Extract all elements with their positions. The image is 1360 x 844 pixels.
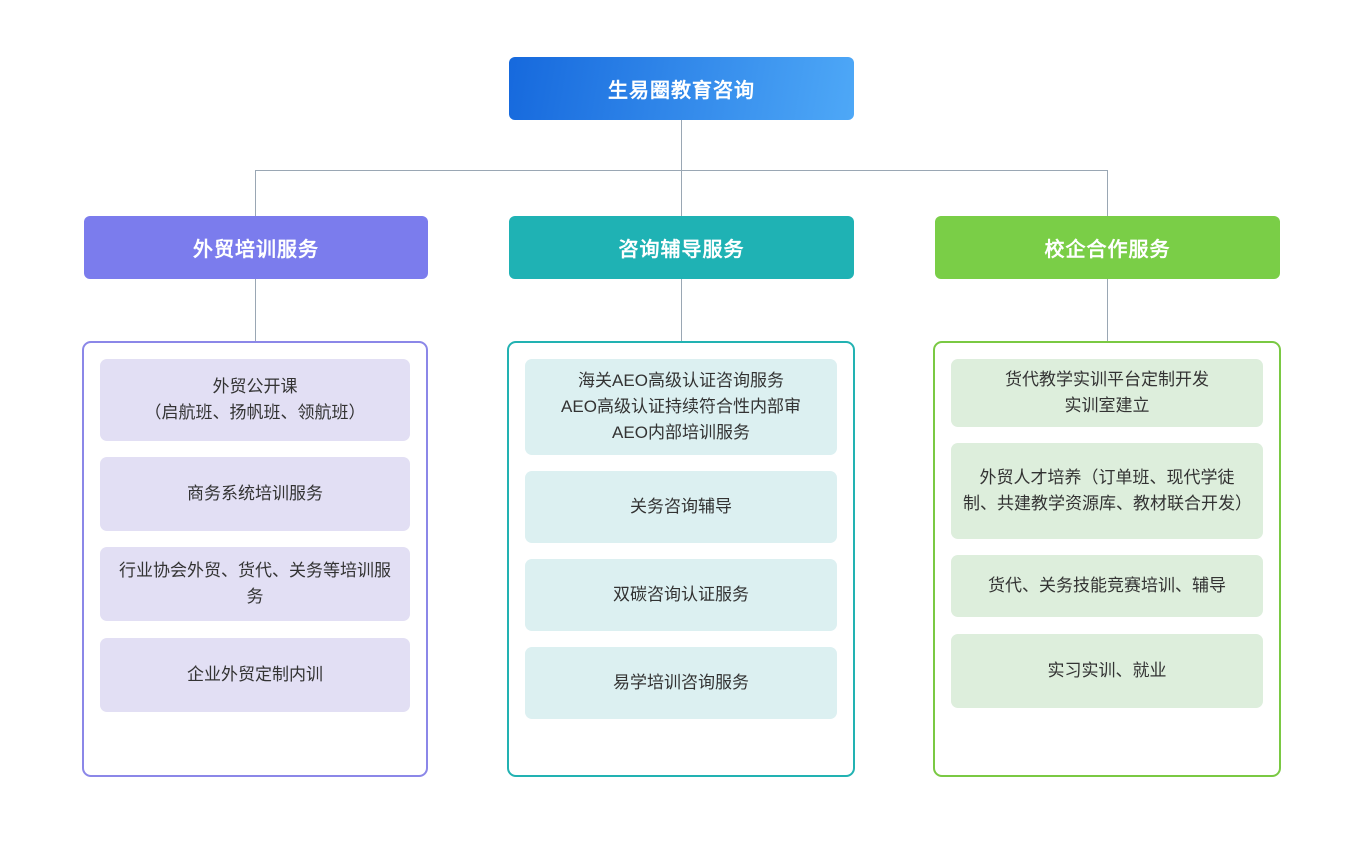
connector-root-stem [681,120,683,170]
column-header-zixun-fudao[interactable]: 咨询辅导服务 [509,216,854,279]
service-item[interactable]: 行业协会外贸、货代、关务等培训服务 [100,547,410,621]
service-item[interactable]: 货代教学实训平台定制开发 实训室建立 [951,359,1263,427]
connector-stem-col-0 [255,279,257,341]
service-item[interactable]: 企业外贸定制内训 [100,638,410,712]
service-item[interactable]: 外贸公开课 （启航班、扬帆班、领航班） [100,359,410,441]
connector-drop-col-0 [255,170,257,216]
service-item[interactable]: 货代、关务技能竞赛培训、辅导 [951,555,1263,617]
service-item[interactable]: 海关AEO高级认证咨询服务 AEO高级认证持续符合性内部审 AEO内部培训服务 [525,359,837,455]
column-header-label: 咨询辅导服务 [618,239,745,261]
connector-drop-col-1 [681,170,683,216]
column-container-zixun-fudao: 海关AEO高级认证咨询服务 AEO高级认证持续符合性内部审 AEO内部培训服务 … [507,341,855,777]
column-container-waimao-peixun: 外贸公开课 （启航班、扬帆班、领航班） 商务系统培训服务 行业协会外贸、货代、关… [82,341,428,777]
column-header-label: 校企合作服务 [1044,239,1171,261]
service-item[interactable]: 实习实训、就业 [951,634,1263,708]
column-header-label: 外贸培训服务 [193,239,319,261]
column-container-xiaoqi-hezuo: 货代教学实训平台定制开发 实训室建立 外贸人才培养（订单班、现代学徒制、共建教学… [933,341,1281,777]
service-item[interactable]: 双碳咨询认证服务 [525,559,837,631]
service-item[interactable]: 关务咨询辅导 [525,471,837,543]
root-node-label: 生易圈教育咨询 [608,80,755,102]
column-header-xiaoqi-hezuo[interactable]: 校企合作服务 [935,216,1280,279]
service-item[interactable]: 商务系统培训服务 [100,457,410,531]
root-node-sheng-yi-quan[interactable]: 生易圈教育咨询 [509,57,854,120]
service-item[interactable]: 外贸人才培养（订单班、现代学徒制、共建教学资源库、教材联合开发） [951,443,1263,539]
connector-stem-col-2 [1107,279,1109,341]
service-item[interactable]: 易学培训咨询服务 [525,647,837,719]
connector-stem-col-1 [681,279,683,341]
column-header-waimao-peixun[interactable]: 外贸培训服务 [84,216,428,279]
connector-drop-col-2 [1107,170,1109,216]
